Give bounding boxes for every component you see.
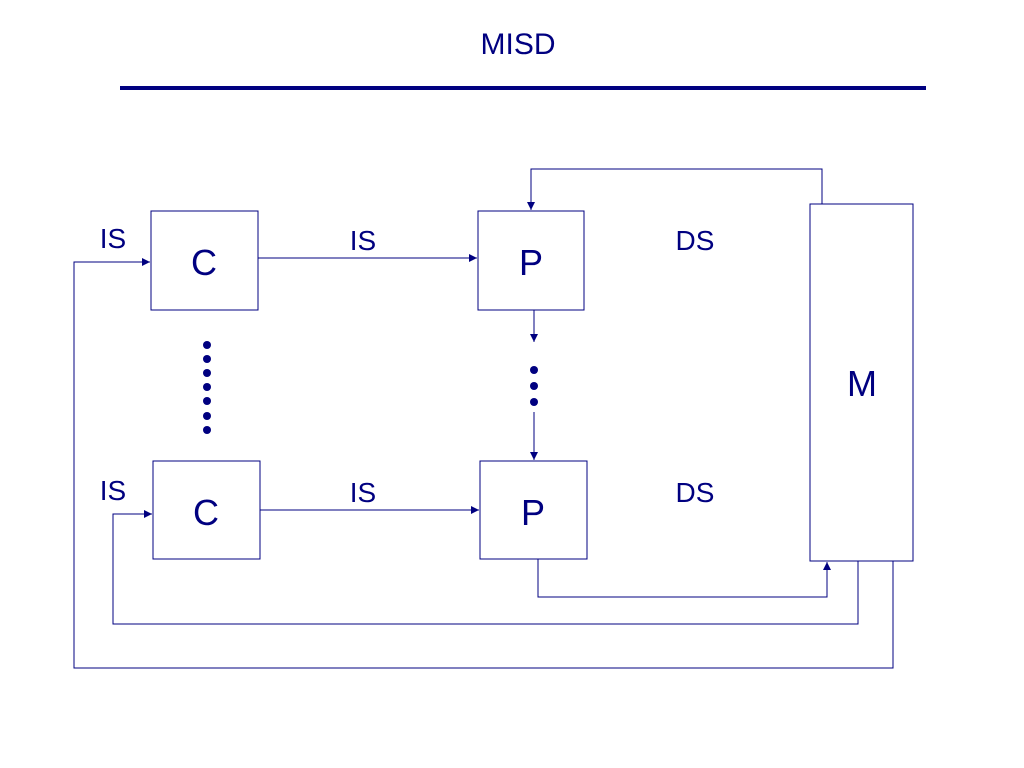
memory-box xyxy=(809,203,914,562)
ellipsis-dot xyxy=(203,383,211,391)
control-unit-bottom-label: C xyxy=(193,492,219,533)
ellipsis-dot xyxy=(530,398,538,406)
ellipsis-dot xyxy=(203,341,211,349)
control-unit-top-box xyxy=(150,210,259,311)
control-unit-top-label: C xyxy=(191,242,217,283)
ellipsis-dot xyxy=(203,412,211,420)
processor-bottom-box xyxy=(479,460,588,560)
processor-top-label: P xyxy=(519,242,543,283)
wire-memory-to-processor-top xyxy=(527,168,823,210)
ellipsis-dot xyxy=(203,369,211,377)
is-input-bottom-label: IS xyxy=(100,475,126,506)
ellipsis-dot xyxy=(530,366,538,374)
slide-title: MISD xyxy=(480,28,556,61)
ds-bottom-label: DS xyxy=(676,477,715,508)
title-rule xyxy=(120,86,926,90)
memory-label: M xyxy=(847,363,877,404)
ellipsis-dot xyxy=(530,382,538,390)
processors-ellipsis xyxy=(530,366,538,406)
processor-bottom-label: P xyxy=(521,492,545,533)
wire-memory-to-control-top xyxy=(73,258,894,669)
is-control-to-processor-bottom-label: IS xyxy=(350,477,376,508)
processor-top-box xyxy=(477,210,585,311)
wire-processor-bottom-to-memory xyxy=(537,559,831,598)
is-input-top-label: IS xyxy=(100,223,126,254)
wire-memory-to-control-bottom xyxy=(112,510,859,625)
ellipsis-dot xyxy=(203,397,211,405)
is-control-to-processor-top-label: IS xyxy=(350,225,376,256)
control-units-ellipsis xyxy=(203,341,211,434)
ds-top-label: DS xyxy=(676,225,715,256)
ellipsis-dot xyxy=(203,426,211,434)
ellipsis-dot xyxy=(203,355,211,363)
